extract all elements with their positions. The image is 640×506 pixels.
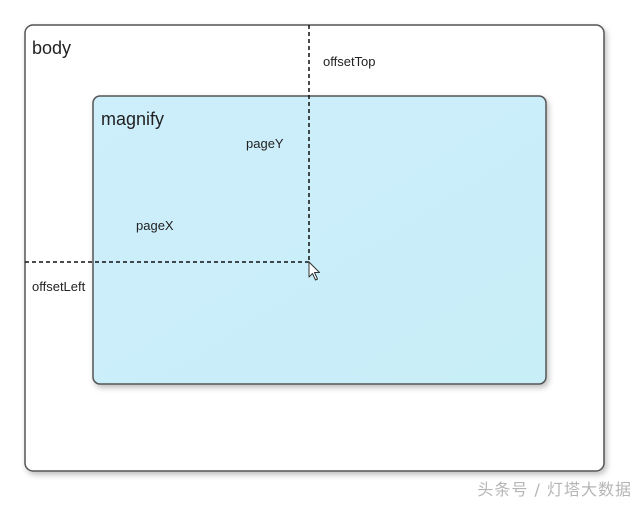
magnify-box xyxy=(92,95,547,385)
watermark: 头条号 / 灯塔大数据 xyxy=(477,480,632,499)
body-label: body xyxy=(32,38,72,58)
page-x-label: pageX xyxy=(136,218,174,233)
page-y-label: pageY xyxy=(246,136,284,151)
offset-top-label: offsetTop xyxy=(323,54,376,69)
magnify-label: magnify xyxy=(101,109,165,129)
mouse-pointer-icon xyxy=(308,261,320,281)
offset-left-label: offsetLeft xyxy=(32,279,86,294)
